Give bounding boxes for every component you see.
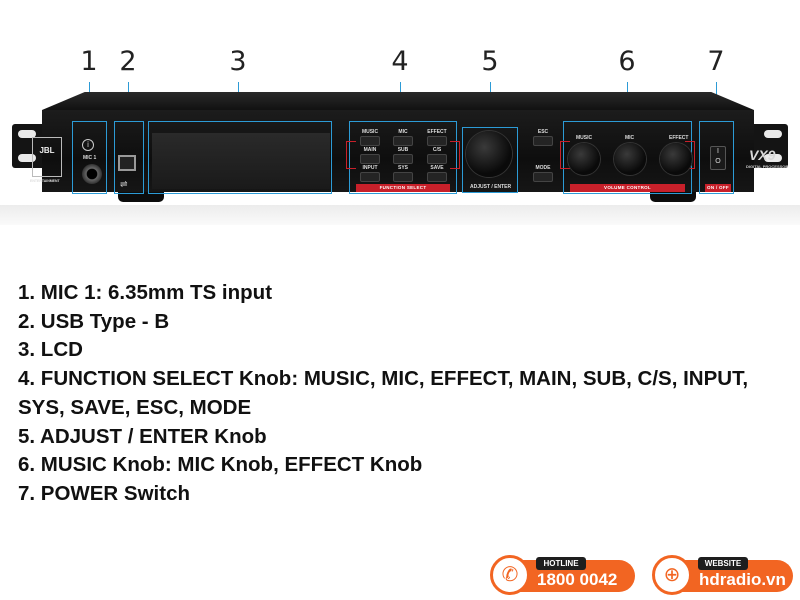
rack-hole — [18, 154, 36, 162]
device-foot — [118, 192, 164, 202]
btn-label-cs: C/S — [432, 147, 442, 153]
usb-port[interactable] — [118, 155, 136, 171]
music-volume-knob[interactable] — [568, 143, 600, 175]
brand-logo: JBL — [32, 137, 62, 177]
adjust-enter-label: ADJUST / ENTER — [470, 184, 512, 190]
gain-icon: i — [82, 139, 94, 151]
btn-label-music: MUSIC — [361, 129, 379, 135]
adjust-enter-highlight — [462, 127, 518, 193]
knob-label-mic: MIC — [625, 135, 635, 141]
mic-button[interactable] — [393, 136, 413, 146]
mode-button[interactable] — [533, 172, 553, 182]
mic-input-label: MIC 1 — [83, 155, 97, 161]
cs-button[interactable] — [427, 154, 447, 164]
legend-item-2: 2. USB Type - B — [18, 309, 170, 333]
brand-sub: ENTERTAINMENT — [30, 179, 60, 183]
main-button[interactable] — [360, 154, 380, 164]
callout-1: 1 — [80, 46, 98, 77]
power-on-mark: I — [717, 148, 719, 155]
legend-item-4: 4. FUNCTION SELECT Knob: MUSIC, MIC, EFF… — [18, 367, 749, 419]
red-bracket — [346, 141, 356, 169]
globe-icon: ⊕ — [652, 555, 692, 595]
legend-item-1: 1. MIC 1: 6.35mm TS input — [18, 281, 273, 304]
chassis-top — [42, 92, 754, 110]
sys-button[interactable] — [393, 172, 413, 182]
effect-volume-knob[interactable] — [660, 143, 692, 175]
usb-icon: ⇌ — [120, 179, 128, 189]
btn-label-input: INPUT — [362, 165, 378, 171]
red-bracket — [560, 141, 570, 169]
sub-button[interactable] — [393, 154, 413, 164]
rack-hole — [18, 130, 36, 138]
lcd-highlight — [148, 121, 332, 194]
mic-input-highlight — [72, 121, 107, 194]
function-select-band: FUNCTION SELECT — [356, 184, 450, 192]
btn-label-sys: SYS — [397, 165, 408, 171]
callout-4: 4 — [391, 46, 409, 77]
power-band: ON / OFF — [705, 184, 731, 192]
btn-label-esc: ESC — [537, 129, 549, 135]
red-bracket — [685, 141, 695, 169]
btn-label-sub: SUB — [397, 147, 409, 153]
hotline-tag: HOTLINE — [536, 557, 586, 570]
mic-volume-knob[interactable] — [614, 143, 646, 175]
lcd-display — [152, 133, 330, 189]
power-highlight — [699, 121, 734, 194]
red-bracket — [450, 141, 460, 169]
usb-highlight — [114, 121, 144, 194]
website-link[interactable]: hdradio.vn — [699, 570, 786, 589]
adjust-enter-knob[interactable] — [466, 131, 512, 177]
save-button[interactable] — [427, 172, 447, 182]
rack-hole — [764, 154, 782, 162]
model-subtitle: DIGITAL PROCESSOR — [746, 164, 789, 169]
btn-label-save: SAVE — [430, 165, 444, 171]
legend-item-3: 3. LCD — [18, 338, 83, 362]
callout-5: 5 — [481, 46, 499, 77]
callout-2: 2 — [119, 46, 137, 77]
legend-item-6: 6. MUSIC Knob: MIC Knob, EFFECT Knob — [18, 453, 423, 477]
function-select-highlight — [349, 121, 457, 194]
hotline-number[interactable]: 1800 0042 — [537, 570, 618, 589]
btn-label-effect: EFFECT — [427, 129, 447, 135]
esc-button[interactable] — [533, 136, 553, 146]
legend-item-7: 7. POWER Switch — [18, 481, 190, 505]
callout-3: 3 — [229, 46, 247, 77]
music-button[interactable] — [360, 136, 380, 146]
power-switch[interactable]: I O — [710, 146, 726, 170]
btn-label-main: MAIN — [363, 147, 377, 153]
power-off-mark: O — [715, 158, 721, 165]
website-tag: WEBSITE — [698, 557, 748, 570]
legend-item-5: 5. ADJUST / ENTER Knob — [18, 424, 267, 448]
rack-hole — [764, 130, 782, 138]
btn-label-mode: MODE — [535, 165, 551, 171]
mic-jack[interactable] — [82, 164, 102, 184]
btn-label-mic: MIC — [398, 129, 408, 135]
volume-control-band: VOLUME CONTROL — [570, 184, 685, 192]
phone-icon: ✆ — [490, 555, 530, 595]
callout-7: 7 — [707, 46, 725, 77]
input-button[interactable] — [360, 172, 380, 182]
device-foot — [650, 192, 696, 202]
callout-6: 6 — [618, 46, 636, 77]
effect-button[interactable] — [427, 136, 447, 146]
brand-name: JBL — [39, 146, 55, 155]
model-name: VX9 — [749, 147, 776, 163]
knob-label-music: MUSIC — [576, 135, 593, 141]
product-backdrop — [0, 205, 800, 225]
legend: 1. MIC 1: 6.35mm TS input 2. USB Type - … — [18, 279, 793, 509]
knob-label-effect: EFFECT — [669, 135, 689, 141]
